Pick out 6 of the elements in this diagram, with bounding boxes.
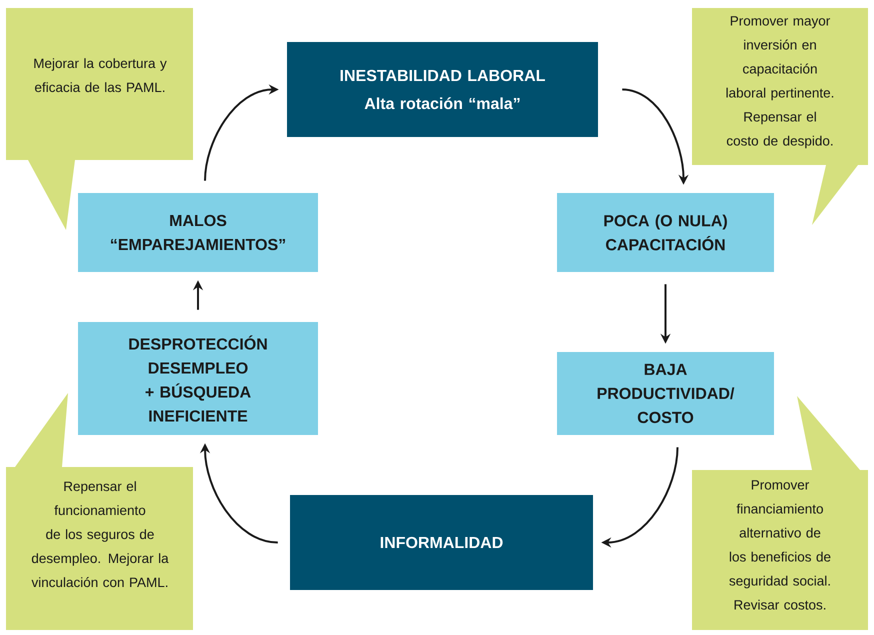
cycle-box: DESPROTECCIÓN DESEMPLEO + BÚSQUEDA INEFICIENTE bbox=[78, 322, 318, 435]
cycle-box: INESTABILIDAD LABORAL Alta rotación “mala” bbox=[287, 42, 598, 137]
cycle-box: BAJA PRODUCTIVIDAD/ COSTO bbox=[557, 352, 774, 435]
cycle-box: INFORMALIDAD bbox=[290, 495, 593, 590]
cycle-box: POCA (O NULA) CAPACITACIÓN bbox=[557, 193, 774, 272]
cycle-box: MALOS “EMPAREJAMIENTOS” bbox=[78, 193, 318, 272]
